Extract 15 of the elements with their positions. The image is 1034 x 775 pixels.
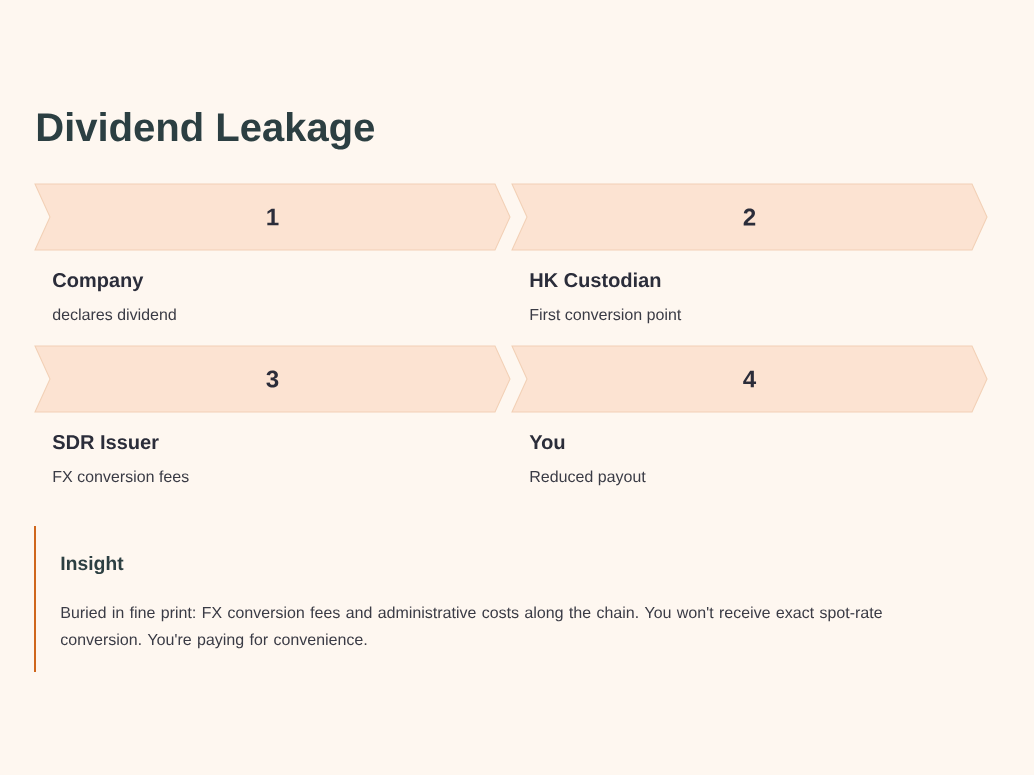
step-heading: You: [529, 435, 565, 450]
step-heading: HK Custodian: [530, 272, 661, 288]
step-description: FX conversion fees: [53, 470, 189, 483]
step-description: First conversion point: [530, 308, 682, 324]
step-description: Reduced payout: [530, 470, 646, 486]
step-description: declares dividend: [52, 308, 176, 321]
step-heading: Company: [53, 273, 144, 292]
step-heading: SDR Issuer: [52, 435, 159, 450]
chevron-step: 4: [511, 345, 988, 413]
callout-heading: Insight: [61, 556, 124, 575]
title: Dividend Leakage: [37, 112, 374, 150]
chevron-step: 1: [34, 183, 511, 251]
chevron-step: 3: [34, 345, 511, 413]
callout-text: Buried in fine print: FX conversion fees and administrative costs along the chain. You won't receive exact spot-rate conversion. You're paying for convenience.: [60, 606, 882, 649]
chevron-step: 2: [511, 183, 988, 251]
